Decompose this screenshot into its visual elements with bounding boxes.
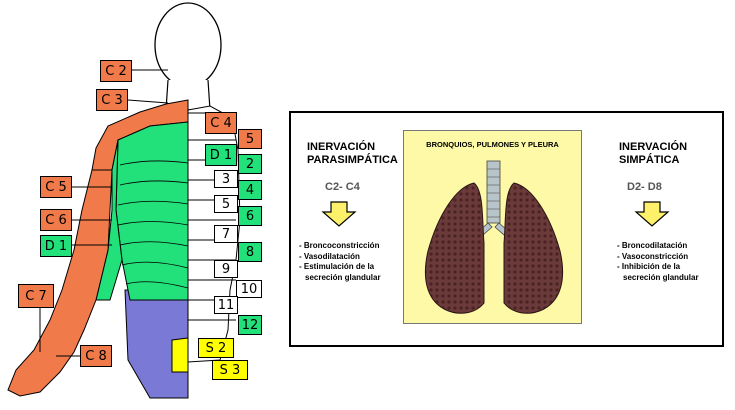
parasympathetic-title-line1: INERVACIÓN bbox=[307, 141, 398, 154]
sympathetic-effects: Broncodilatación Vasoconstricción Inhibi… bbox=[617, 241, 699, 283]
label-d1-trunk: D 1 bbox=[205, 144, 237, 166]
parasympathetic-segments: C2- C4 bbox=[325, 181, 360, 193]
label-c5: C 5 bbox=[40, 176, 72, 198]
organ-image: BRONQUIOS, PULMONES Y PLEURA bbox=[403, 130, 582, 324]
label-7: 7 bbox=[214, 225, 238, 243]
sympathetic-segments: D2- D8 bbox=[627, 181, 662, 193]
label-c7: C 7 bbox=[18, 284, 54, 308]
label-11: 11 bbox=[214, 296, 238, 314]
label-c3: C 3 bbox=[96, 89, 128, 111]
parasympathetic-effect: Estimulación de la bbox=[299, 262, 381, 273]
parasympathetic-down-arrow-icon bbox=[321, 201, 357, 227]
sympathetic-title-line2: SIMPÁTICA bbox=[619, 154, 687, 167]
label-5-right: 5 bbox=[238, 129, 262, 149]
label-c4: C 4 bbox=[205, 112, 237, 134]
sacral-region bbox=[172, 338, 188, 372]
head bbox=[155, 3, 221, 87]
sympathetic-effect-continuation: secreción glandular bbox=[623, 273, 699, 282]
sympathetic-title: INERVACIÓN SIMPÁTICA bbox=[619, 141, 687, 167]
label-12: 12 bbox=[238, 315, 262, 335]
innervation-panel: INERVACIÓN PARASIMPÁTICA C2- C4 Broncoco… bbox=[289, 111, 724, 347]
label-3: 3 bbox=[214, 170, 238, 188]
parasympathetic-effect-continuation: secreción glandular bbox=[305, 273, 381, 282]
parasympathetic-effects: Broncoconstricción Vasodilatación Estimu… bbox=[299, 241, 381, 283]
label-4: 4 bbox=[238, 180, 262, 200]
sympathetic-effect: Inhibición de la bbox=[617, 262, 699, 273]
parasympathetic-effect: Broncoconstricción bbox=[299, 241, 381, 252]
label-10: 10 bbox=[236, 280, 262, 298]
label-8: 8 bbox=[238, 242, 262, 262]
label-s2: S 2 bbox=[198, 338, 234, 358]
dermatome-figure bbox=[0, 0, 290, 410]
parasympathetic-effect: secreción glandular bbox=[299, 273, 381, 284]
label-c2: C 2 bbox=[100, 60, 132, 82]
thoracic-region bbox=[116, 122, 188, 300]
sympathetic-effect: Broncodilatación bbox=[617, 241, 699, 252]
parasympathetic-title: INERVACIÓN PARASIMPÁTICA bbox=[307, 141, 398, 167]
label-s3: S 3 bbox=[212, 360, 248, 380]
sympathetic-effect: Vasoconstricción bbox=[617, 252, 699, 263]
parasympathetic-title-line2: PARASIMPÁTICA bbox=[307, 154, 398, 167]
label-5: 5 bbox=[214, 195, 238, 213]
label-2: 2 bbox=[238, 154, 262, 174]
lungs-icon bbox=[404, 131, 583, 325]
sympathetic-effect: secreción glandular bbox=[617, 273, 699, 284]
label-9: 9 bbox=[214, 260, 238, 278]
label-c6: C 6 bbox=[40, 209, 72, 231]
label-6: 6 bbox=[238, 206, 262, 226]
sympathetic-title-line1: INERVACIÓN bbox=[619, 141, 687, 154]
parasympathetic-effect: Vasodilatación bbox=[299, 252, 381, 263]
sympathetic-down-arrow-icon bbox=[634, 201, 670, 227]
label-d1-arm: D 1 bbox=[40, 235, 72, 257]
label-c8: C 8 bbox=[80, 345, 112, 367]
